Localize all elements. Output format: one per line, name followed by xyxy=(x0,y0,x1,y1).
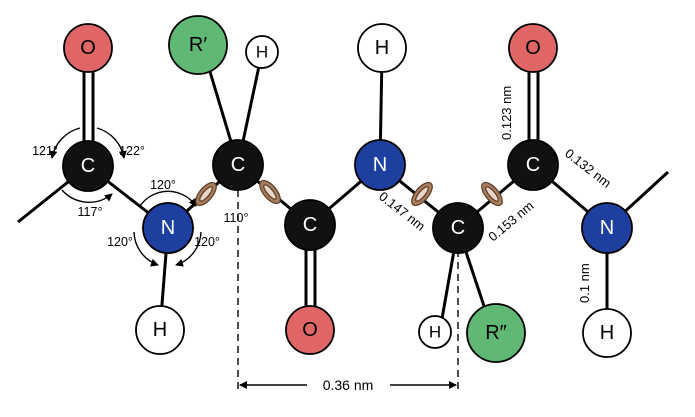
r-group-1-label: R′ xyxy=(189,34,207,56)
angle-label-120-left: 120° xyxy=(107,235,133,249)
angle-label-121: 121° xyxy=(32,144,58,158)
angle-arc-117 xyxy=(61,189,113,203)
carbon-alpha-2-circle xyxy=(432,202,484,254)
bond-length-0132: 0.132 nm xyxy=(562,146,614,191)
hydrogen-n1-circle xyxy=(135,305,185,355)
atom-carbon-3: C xyxy=(507,139,559,191)
atom-nitrogen-3: N xyxy=(581,202,633,254)
rotation-ring-psi1 xyxy=(259,179,281,205)
atom-hydrogen-n1: H xyxy=(135,305,185,355)
rotation-rings xyxy=(195,179,503,207)
hydrogen-n3-label: H xyxy=(600,322,614,344)
bond-length-01: 0.1 nm xyxy=(577,263,592,303)
oxygen-1-circle xyxy=(63,23,113,73)
carbon-1-circle xyxy=(62,140,114,192)
r-group-2-circle xyxy=(466,303,526,363)
bonds xyxy=(17,44,670,331)
atom-hydrogen-ca1: H xyxy=(245,35,279,69)
atom-r-group-1: R′ xyxy=(168,15,228,75)
angle-label-120-right: 120° xyxy=(194,235,220,249)
oxygen-2-label: O xyxy=(302,319,318,341)
nitrogen-3-circle xyxy=(581,202,633,254)
atom-carbon-2: C xyxy=(284,199,336,251)
hydrogen-ca1-circle xyxy=(245,35,279,69)
atom-carbon-alpha-2: C xyxy=(432,202,484,254)
atom-carbon-alpha-1: C xyxy=(212,139,264,191)
angle-arcs xyxy=(49,127,202,267)
atom-oxygen-3: O xyxy=(508,23,558,73)
angle-arc-122 xyxy=(96,127,127,159)
angle-arc-120-top xyxy=(139,190,197,207)
carbon-3-circle xyxy=(507,139,559,191)
hydrogen-ca1-label: H xyxy=(256,43,268,62)
carbon-3-label: C xyxy=(526,154,540,176)
angle-label-120-top: 120° xyxy=(150,178,176,192)
bond-length-0153: 0.153 nm xyxy=(485,198,536,244)
atom-nitrogen-2: N xyxy=(354,139,406,191)
carbon-alpha-1-circle xyxy=(212,139,264,191)
hydrogen-n3-circle xyxy=(582,308,632,358)
carbon-alpha-2-label: C xyxy=(451,217,465,239)
distance-indicator xyxy=(237,190,459,392)
nitrogen-1-circle xyxy=(142,202,194,254)
span-distance-label: 0.36 nm xyxy=(323,377,374,393)
hydrogen-n2-label: H xyxy=(375,37,389,59)
atom-oxygen-1: O xyxy=(63,23,113,73)
atom-carbon-1: C xyxy=(62,140,114,192)
angle-labels: 121° 122° 117° 120° 120° 120° 110° xyxy=(32,144,248,249)
atom-r-group-2: R″ xyxy=(466,303,526,363)
rotation-ring-psi2 xyxy=(481,181,503,207)
oxygen-1-label: O xyxy=(80,37,96,59)
angle-label-117: 117° xyxy=(78,205,103,219)
carbon-2-circle xyxy=(284,199,336,251)
atom-hydrogen-ca2: H xyxy=(418,315,452,349)
angle-arc-120-left xyxy=(133,231,159,267)
atom-hydrogen-n2: H xyxy=(357,23,407,73)
oxygen-3-circle xyxy=(508,23,558,73)
r-group-2-label: R″ xyxy=(485,322,507,344)
rotation-ring-phi2 xyxy=(411,181,433,207)
nitrogen-2-circle xyxy=(354,139,406,191)
nitrogen-2-label: N xyxy=(373,154,387,176)
hydrogen-ca2-circle xyxy=(418,315,452,349)
angle-arc-121 xyxy=(49,127,81,159)
atom-hydrogen-n3: H xyxy=(582,308,632,358)
oxygen-2-circle xyxy=(285,305,335,355)
nitrogen-3-label: N xyxy=(600,217,614,239)
rotation-ring-phi1 xyxy=(195,181,217,207)
atom-oxygen-2: O xyxy=(285,305,335,355)
angle-label-110: 110° xyxy=(224,211,249,225)
bond-length-0123: 0.123 nm xyxy=(499,86,514,140)
atom-nitrogen-1: N xyxy=(142,202,194,254)
carbon-2-label: C xyxy=(303,214,317,236)
hydrogen-n2-circle xyxy=(357,23,407,73)
hydrogen-n1-label: H xyxy=(153,319,167,341)
nitrogen-1-label: N xyxy=(161,217,175,239)
angle-arc-120-right xyxy=(175,231,202,267)
hydrogen-ca2-label: H xyxy=(429,323,441,342)
carbon-1-label: C xyxy=(81,155,95,177)
r-group-1-circle xyxy=(168,15,228,75)
atoms: O C N H R′ H C xyxy=(62,15,633,363)
angle-label-122: 122° xyxy=(119,144,145,158)
oxygen-3-label: O xyxy=(525,37,541,59)
carbon-alpha-1-label: C xyxy=(231,154,245,176)
